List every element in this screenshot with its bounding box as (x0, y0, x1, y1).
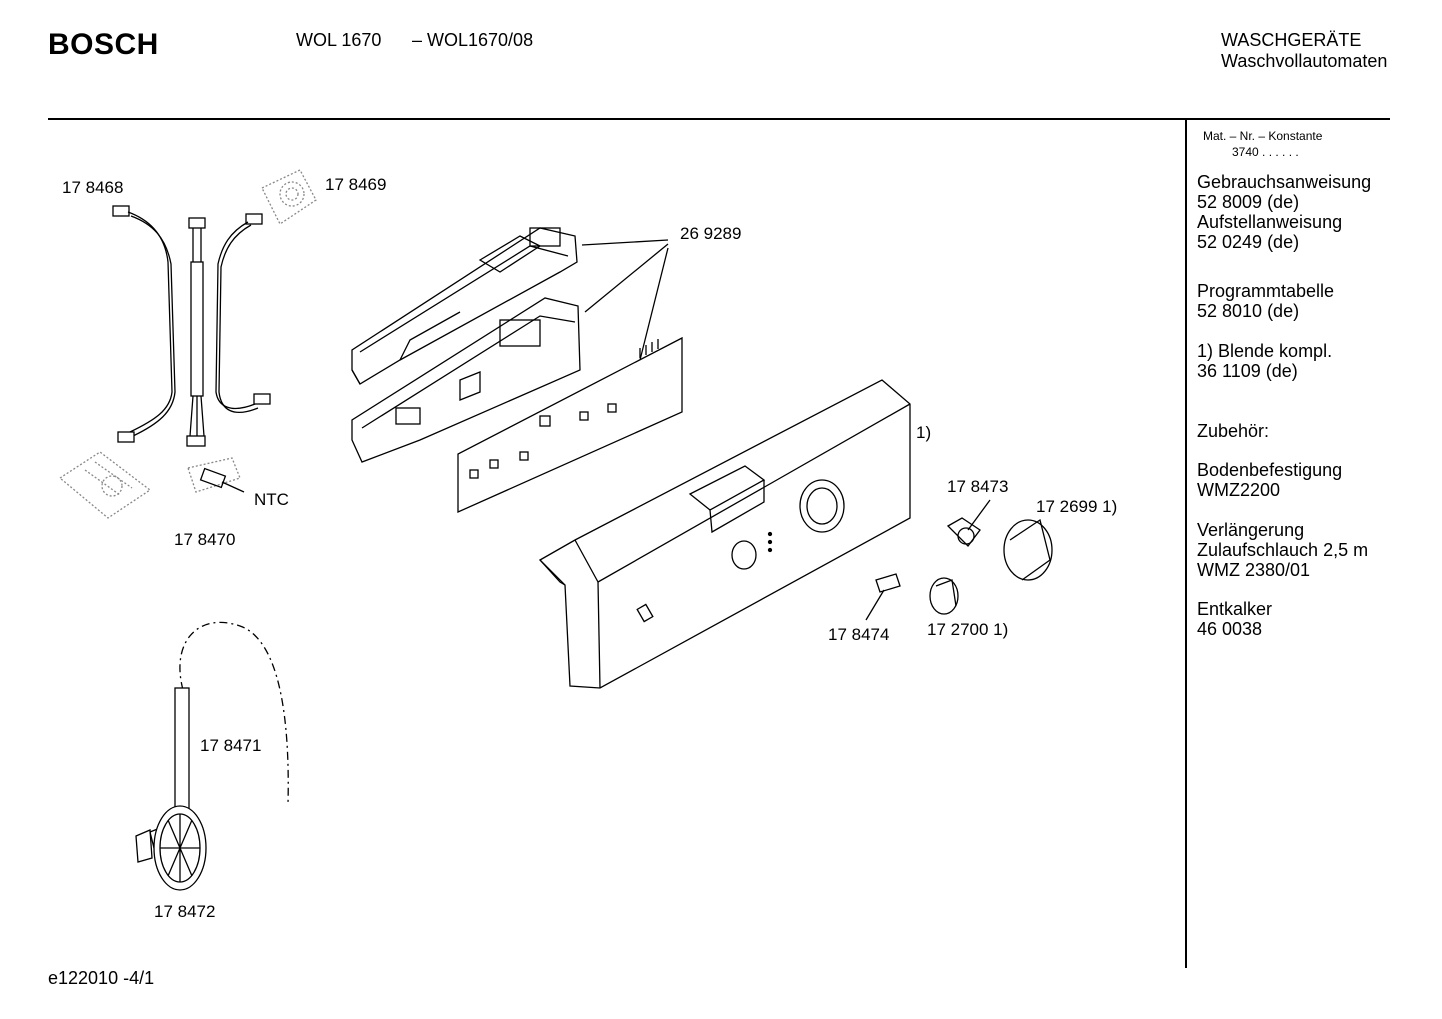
programmtabelle-value: 52 8010 (de) (1197, 301, 1300, 321)
leader-178474 (865, 589, 885, 621)
part-178473 (946, 517, 981, 547)
front-panel (538, 379, 911, 689)
leader-269289 (581, 239, 669, 361)
entkalker-label: Entkalker (1197, 599, 1273, 619)
model-variant: – WOL1670/08 (412, 30, 534, 50)
verlaengerung-value: WMZ 2380/01 (1197, 560, 1311, 580)
part-label-178472: 17 8472 (154, 902, 216, 921)
part-label-172700: 17 2700 1) (927, 620, 1009, 639)
header-divider (48, 118, 1390, 120)
module-circuit-board (457, 336, 683, 514)
knob-172700 (929, 577, 959, 615)
blende-label: 1) Blende kompl. (1197, 341, 1333, 361)
part-label-178471: 17 8471 (200, 736, 262, 755)
part-label-178473: 17 8473 (947, 477, 1009, 496)
bodenbefestigung-value: WMZ2200 (1197, 480, 1281, 500)
knob-172699 (1003, 518, 1053, 581)
mat-nr-label: Mat. – Nr. – Konstante (1203, 129, 1323, 143)
harness-middle (186, 217, 206, 447)
mat-nr-value: 3740 . . . . . . (1232, 145, 1299, 159)
part-label-ref1: 1) (916, 423, 932, 442)
category-title: WASCHGERÄTE (1221, 30, 1362, 50)
model-number: WOL 1670 (296, 30, 382, 50)
part-label-178470: 17 8470 (174, 530, 236, 549)
subcategory-title: Waschvollautomaten (1221, 51, 1388, 71)
pressure-switch-178472 (135, 805, 207, 891)
ghost-connector-top (261, 169, 317, 225)
part-label-172699: 17 2699 1) (1036, 497, 1118, 516)
ntc-sensor (187, 457, 245, 493)
brand-logo: BOSCH (48, 28, 159, 61)
blende-value: 36 1109 (de) (1197, 361, 1298, 381)
harness-right (215, 213, 271, 413)
part-label-178468: 17 8468 (62, 178, 124, 197)
aufstellanweisung-label: Aufstellanweisung (1197, 212, 1343, 232)
gebrauchsanweisung-label: Gebrauchsanweisung (1197, 172, 1372, 192)
verlaengerung-label: Verlängerung (1197, 520, 1305, 540)
module-upper-housing (351, 227, 578, 385)
part-label-178469: 17 8469 (325, 175, 387, 194)
entkalker-value: 46 0038 (1197, 619, 1263, 639)
aufstellanweisung-value: 52 0249 (de) (1197, 232, 1300, 252)
zubehoer-heading: Zubehör: (1197, 421, 1270, 441)
part-label-178474: 17 8474 (828, 625, 890, 644)
part-label-ntc: NTC (254, 490, 289, 509)
part-label-269289: 26 9289 (680, 224, 742, 243)
exploded-parts-diagram (58, 169, 1053, 891)
module-middle-housing (351, 297, 581, 463)
sidebar-divider (1185, 120, 1187, 968)
gebrauchsanweisung-value: 52 8009 (de) (1197, 192, 1300, 212)
hose-178471 (174, 621, 289, 813)
document-id: e122010 -4/1 (48, 968, 155, 988)
part-178474 (875, 573, 901, 593)
ghost-connector-bottom (58, 451, 152, 519)
bodenbefestigung-label: Bodenbefestigung (1197, 460, 1343, 480)
leader-178473 (967, 499, 991, 531)
verlaengerung-sub: Zulaufschlauch 2,5 m (1197, 540, 1369, 560)
programmtabelle-label: Programmtabelle (1197, 281, 1335, 301)
harness-178468 (112, 205, 176, 443)
